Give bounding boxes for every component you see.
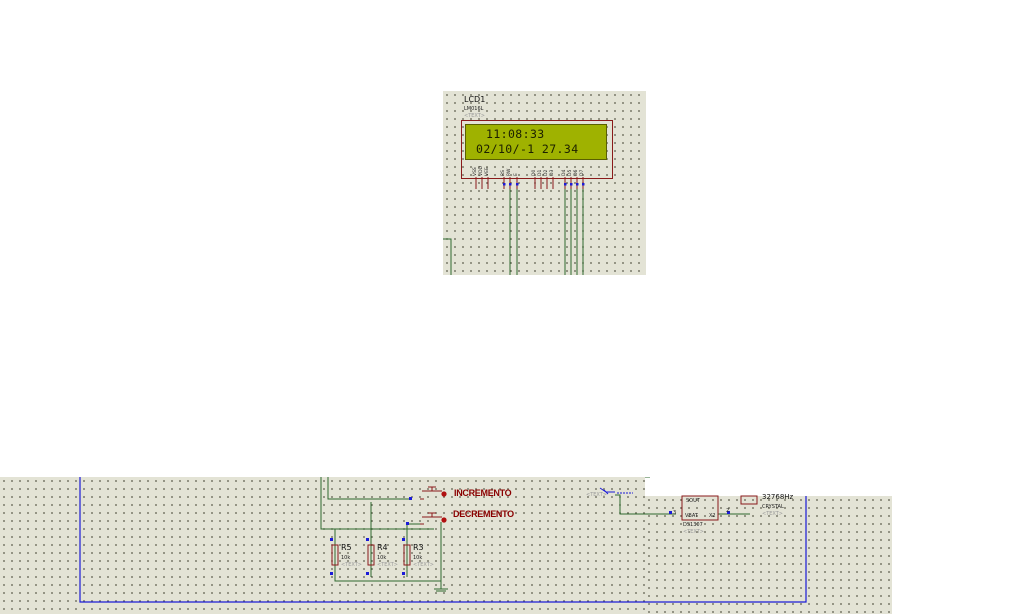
rtc-pin-x2: X2 xyxy=(709,513,716,519)
increment-button-label[interactable]: INCREMENTO xyxy=(454,488,512,498)
probe-symbol xyxy=(599,487,615,495)
rtc-pin-vbat: VBAT xyxy=(685,513,698,519)
lcd-wiring xyxy=(443,177,585,275)
resistor-r5 xyxy=(331,544,339,566)
lcd-line-2: 02/10/-1 27.34 xyxy=(476,142,579,156)
rtc-pin-sout: SOUT xyxy=(686,498,700,504)
r5-value: 10k xyxy=(341,555,351,561)
lcd-pin-labels-svg: VSS VDD VEE RS RW E D0 D1 D2 D3 D4 D5 D6… xyxy=(472,165,585,176)
r4-ref: R4 xyxy=(377,543,388,552)
bottom-circuit xyxy=(79,477,807,603)
crystal-freq: 32768Hz xyxy=(762,493,794,501)
rtc-pin-num-3: 3 xyxy=(673,510,677,516)
r5-text: <TEXT> xyxy=(341,562,362,568)
pin-d6: D6 xyxy=(573,170,579,176)
pin-d5: D5 xyxy=(567,170,573,176)
rtc-pin-num-2: 2 xyxy=(726,508,730,514)
rtc-text: <TEXT> xyxy=(683,529,704,535)
pin-vee: VEE xyxy=(484,167,490,176)
pin-vdd: VDD xyxy=(478,165,484,176)
button-increment-symbol xyxy=(420,486,442,500)
lcd-part-label: LM016L xyxy=(464,106,484,112)
lcd-line-1: 11:08:33 xyxy=(486,127,545,141)
decrement-button-label[interactable]: DECREMENTO xyxy=(453,509,514,519)
resistor-r4 xyxy=(367,544,375,566)
lcd-text-hint: <TEXT> xyxy=(464,113,485,119)
schematic-grid-bottom-right[interactable] xyxy=(645,496,892,614)
pin-e: E xyxy=(513,173,519,176)
pin-vss: VSS xyxy=(472,167,478,176)
pin-d1: D1 xyxy=(537,170,543,176)
r4-text: <TEXT> xyxy=(377,562,398,568)
r3-text: <TEXT> xyxy=(413,562,434,568)
probe-text: <TEXT> xyxy=(586,492,607,498)
crystal-kind: CRYSTAL xyxy=(762,504,784,510)
r3-value: 10k xyxy=(413,555,423,561)
pin-d2: D2 xyxy=(543,170,549,176)
crystal-text: <TEXT> xyxy=(762,511,783,517)
button-decrement-symbol xyxy=(420,512,442,525)
pin-d4: D4 xyxy=(561,170,567,176)
lcd-module[interactable] xyxy=(461,120,613,179)
crystal-body xyxy=(740,495,758,505)
pin-d0: D0 xyxy=(531,170,537,176)
pin-rs: RS xyxy=(500,170,506,176)
lcd-ref-label: LCD1 xyxy=(464,95,486,104)
pin-d3: D3 xyxy=(549,170,555,176)
r5-ref: R5 xyxy=(341,543,352,552)
pin-rw: RW xyxy=(506,168,512,176)
rtc-chip xyxy=(681,495,719,521)
bus-frame xyxy=(79,477,807,603)
resistor-r3 xyxy=(403,544,411,566)
lcd-pin-labels: VSS VDD VEE RS RW E D0 D1 D2 D3 D4 D5 D6… xyxy=(461,158,611,178)
r4-value: 10k xyxy=(377,555,387,561)
rtc-part: DS1307 xyxy=(683,522,703,528)
lcd-screen: 11:08:33 02/10/-1 27.34 xyxy=(465,124,607,160)
r3-ref: R3 xyxy=(413,543,424,552)
schematic-grid-bottom-left[interactable] xyxy=(0,477,645,614)
pin-d7: D7 xyxy=(579,170,585,176)
